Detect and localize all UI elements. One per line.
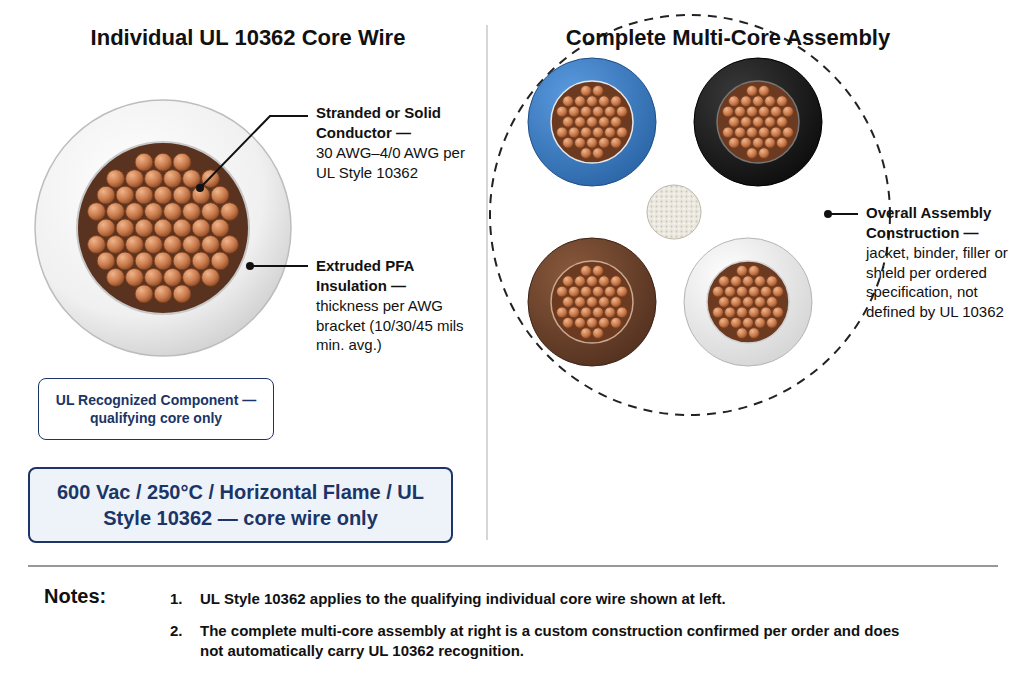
note-number: 2. xyxy=(170,621,183,641)
leader-dot xyxy=(246,262,254,270)
assembly-outline xyxy=(490,15,890,415)
core-brown xyxy=(528,238,656,366)
callout-heading: Extruded PFA Insulation — xyxy=(316,256,476,295)
leader-dot xyxy=(196,184,204,192)
component-badge: UL Recognized Component — qualifying cor… xyxy=(38,378,274,440)
note-text: UL Style 10362 applies to the qualifying… xyxy=(200,589,990,609)
panel-title: Individual UL 10362 Core Wire xyxy=(91,24,406,53)
leader-dot xyxy=(824,210,832,218)
rule xyxy=(28,565,998,566)
callout-text: jacket, binder, filler or shield per ord… xyxy=(866,243,1014,321)
core-blue xyxy=(528,58,656,186)
panel-title: Complete Multi-Core Assembly xyxy=(566,24,890,53)
callout-heading: Stranded or Solid Conductor — xyxy=(316,103,484,142)
note-number: 1. xyxy=(170,589,183,609)
box-text: 600 Vac / 250°C / Horizontal Flame / UL … xyxy=(42,479,439,531)
box-text: UL Recognized Component — qualifying cor… xyxy=(51,391,261,427)
notes-heading: Notes: xyxy=(44,583,106,609)
divider xyxy=(486,25,488,540)
core-wire xyxy=(35,100,291,356)
rating-box: 600 Vac / 250°C / Horizontal Flame / UL … xyxy=(28,467,453,543)
core-black xyxy=(694,58,822,186)
leader-lines xyxy=(200,116,858,266)
filler xyxy=(647,185,701,239)
callout-heading: Overall Assembly Construction — xyxy=(866,203,1014,242)
callout-text: thickness per AWG bracket (10/30/45 mils… xyxy=(316,296,476,355)
callout-text: 30 AWG–4/0 AWG per UL Style 10362 xyxy=(316,143,484,182)
note-text: The complete multi-core assembly at righ… xyxy=(200,621,920,660)
core-white xyxy=(684,238,812,366)
